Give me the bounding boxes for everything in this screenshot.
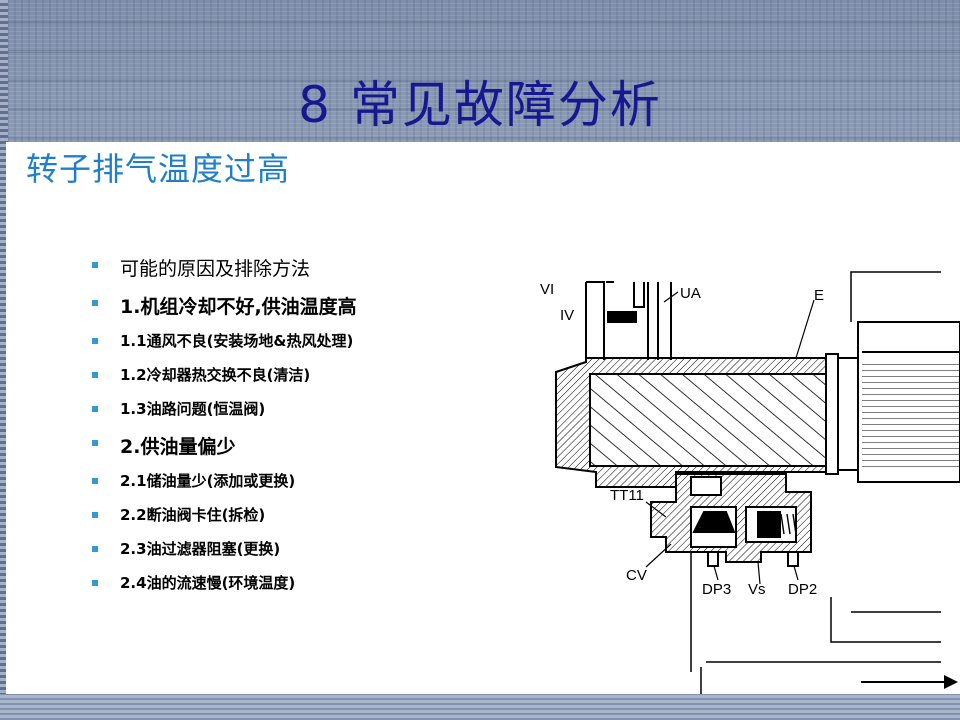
- label-e: E: [814, 287, 824, 304]
- list-item-text: 可能的原因及排除方法: [120, 258, 311, 280]
- bottom-border-stripe: [0, 694, 960, 720]
- slide-title: 8 常见故障分析: [298, 76, 662, 134]
- list-item-text: 2.1储油量少(添加或更换): [120, 472, 296, 490]
- motor: [857, 321, 960, 483]
- list-item-text: 1.机组冷却不好,供油温度高: [120, 296, 357, 318]
- arrow-icon: [861, 675, 958, 689]
- compressor-diagram: VI IV UA E TT11 CV DP3 Vs DP2: [526, 262, 960, 694]
- left-border-stripe: [0, 0, 8, 720]
- bullet-icon: [92, 580, 98, 586]
- bullet-icon: [92, 440, 98, 446]
- bullet-icon: [92, 372, 98, 378]
- label-vs: Vs: [748, 581, 766, 598]
- slide-content: 转子排气温度过高 可能的原因及排除方法 1.机组冷却不好,供油温度高 1.1通风…: [6, 142, 960, 694]
- label-dp2: DP2: [788, 581, 817, 598]
- pipe-lines: [690, 271, 941, 694]
- label-vi: VI: [540, 281, 554, 298]
- list-item-text: 1.3油路问题(恒温阀): [120, 400, 266, 418]
- bullet-icon: [92, 478, 98, 484]
- leader-lines: [645, 291, 815, 585]
- bullet-icon: [92, 512, 98, 518]
- valve-assembly: [650, 473, 812, 567]
- inlet-duct: [585, 281, 672, 362]
- bullet-icon: [92, 262, 98, 268]
- bullet-icon: [92, 338, 98, 344]
- list-item-text: 2.3油过滤器阻塞(更换): [120, 540, 281, 558]
- rotor-housing: [555, 353, 859, 488]
- list-item-text: 1.1通风不良(安装场地&热风处理): [120, 332, 354, 350]
- bullet-icon: [92, 546, 98, 552]
- bullet-icon: [92, 406, 98, 412]
- label-dp3: DP3: [702, 581, 731, 598]
- list-item-text: 2.供油量偏少: [120, 436, 236, 458]
- list-item-text: 2.4油的流速慢(环境温度): [120, 574, 296, 592]
- slide-subtitle: 转子排气温度过高: [26, 150, 291, 188]
- label-cv: CV: [626, 567, 647, 584]
- label-ua: UA: [680, 285, 701, 302]
- bullet-icon: [92, 300, 98, 306]
- label-tt11: TT11: [610, 487, 644, 504]
- list-item-text: 1.2冷却器热交换不良(清洁): [120, 366, 311, 384]
- label-iv: IV: [560, 307, 574, 324]
- list-item-text: 2.2断油阀卡住(拆检): [120, 506, 266, 524]
